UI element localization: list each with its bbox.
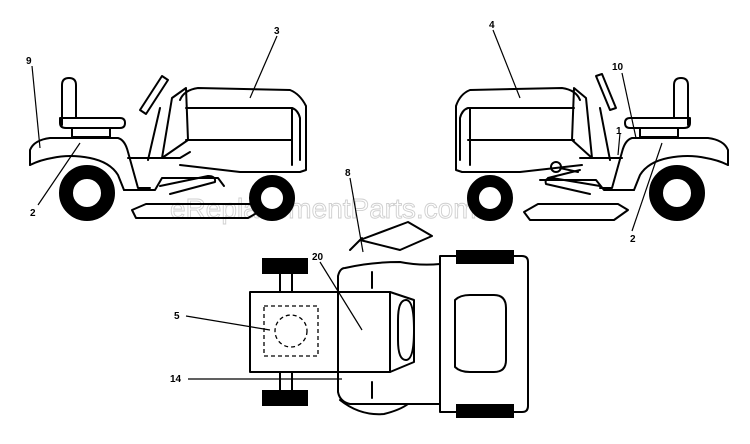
callout-10: 10 bbox=[612, 62, 624, 73]
mower-top-view bbox=[249, 221, 529, 418]
callout-8: 8 bbox=[345, 168, 351, 179]
callout-9: 9 bbox=[26, 56, 32, 67]
watermark-text: eReplacementParts.com bbox=[170, 193, 477, 224]
callout-20: 20 bbox=[312, 252, 324, 263]
callout-14: 14 bbox=[170, 374, 182, 385]
callout-5: 5 bbox=[174, 311, 180, 322]
mower-left-side-view bbox=[29, 75, 307, 221]
mower-right-side-view bbox=[455, 73, 729, 221]
callout-2-left: 2 bbox=[30, 208, 36, 219]
callout-4: 4 bbox=[489, 20, 495, 31]
callout-2-right: 2 bbox=[630, 234, 636, 245]
callout-3: 3 bbox=[274, 26, 280, 37]
callout-1: 1 bbox=[616, 126, 622, 137]
leader-lines bbox=[31, 29, 663, 380]
